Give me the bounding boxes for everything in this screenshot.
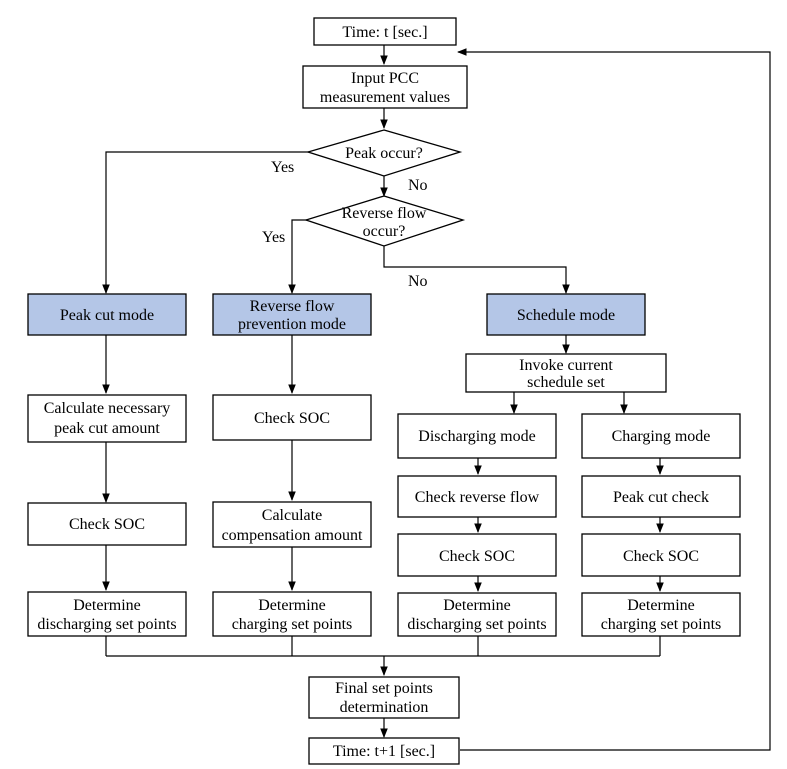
determine-charging-1-box xyxy=(212,591,372,637)
reverse-mode-box xyxy=(212,293,372,336)
peak-cut-check-box xyxy=(581,475,741,518)
reverse-mode-label-1: Reverse flow xyxy=(250,298,335,315)
schedule-mode-label: Schedule mode xyxy=(517,307,615,324)
check-soc-discharging-box xyxy=(397,533,557,577)
determine-charging-2-label-1: Determine xyxy=(627,597,695,614)
check-soc-discharging-label: Check SOC xyxy=(439,548,515,565)
calc-compensation-label-1: Calculate xyxy=(262,507,322,524)
discharging-mode-label: Discharging mode xyxy=(418,428,535,445)
time-start-label: Time: t [sec.] xyxy=(342,24,427,41)
reverse-decision-label-1: Reverse flow xyxy=(342,205,427,222)
invoke-schedule-label-1: Invoke current xyxy=(519,357,613,374)
determine-discharging-1-label-1: Determine xyxy=(73,597,141,614)
reverse-yes-label: Yes xyxy=(262,229,285,246)
reverse-mode-label-2: prevention mode xyxy=(238,316,346,333)
arrow-reverse-yes xyxy=(288,219,310,294)
check-reverse-flow-box xyxy=(397,475,557,518)
determine-charging-2-label-2: charging set points xyxy=(601,616,722,633)
determine-charging-1-label-1: Determine xyxy=(258,597,326,614)
final-set-points-box xyxy=(308,676,460,719)
reverse-decision-diamond xyxy=(303,195,466,247)
determine-discharging-1-box xyxy=(27,591,187,637)
peak-decision-diamond xyxy=(305,129,463,177)
peak-yes-label: Yes xyxy=(271,159,294,176)
determine-discharging-2-label-1: Determine xyxy=(443,597,511,614)
time-start-box xyxy=(313,17,457,46)
invoke-schedule-box xyxy=(465,353,667,393)
check-soc-peak-box xyxy=(27,502,187,546)
calc-peak-cut-label-1: Calculate necessary xyxy=(44,400,171,417)
calc-compensation-label-2: compensation amount xyxy=(222,527,363,544)
input-pcc-label-2: measurement values xyxy=(320,89,450,106)
peak-cut-check-label: Peak cut check xyxy=(613,489,709,506)
check-soc-charging-box xyxy=(581,533,741,577)
check-soc-reverse-box xyxy=(212,394,372,441)
check-soc-peak-label: Check SOC xyxy=(69,516,145,533)
check-soc-charging-label: Check SOC xyxy=(623,548,699,565)
time-next-box xyxy=(308,737,460,765)
arrow-peak-yes xyxy=(102,151,310,294)
calc-compensation-box xyxy=(212,501,372,548)
discharging-mode-box xyxy=(397,413,557,459)
reverse-no-label: No xyxy=(408,273,428,290)
peak-cut-mode-label: Peak cut mode xyxy=(60,307,154,324)
charging-mode-box xyxy=(581,413,741,459)
input-pcc-box xyxy=(302,65,468,109)
determine-charging-1-label-2: charging set points xyxy=(232,616,353,633)
feedback-loop-arrow xyxy=(457,48,771,751)
determine-discharging-2-box xyxy=(397,592,557,637)
reverse-decision-label-2: occur? xyxy=(363,223,406,240)
determine-discharging-1-label-2: discharging set points xyxy=(37,616,176,633)
connectors xyxy=(102,45,771,751)
calc-peak-cut-box xyxy=(27,394,187,443)
peak-no-label: No xyxy=(408,177,428,194)
final-set-points-label-1: Final set points xyxy=(335,680,433,697)
time-next-label: Time: t+1 [sec.] xyxy=(333,743,435,760)
input-pcc-label-1: Input PCC xyxy=(351,70,419,87)
check-reverse-flow-label: Check reverse flow xyxy=(415,489,540,506)
final-set-points-label-2: determination xyxy=(340,699,429,716)
peak-cut-mode-box xyxy=(27,293,187,336)
charging-mode-label: Charging mode xyxy=(612,428,711,445)
determine-charging-2-box xyxy=(581,592,741,637)
calc-peak-cut-label-2: peak cut amount xyxy=(54,420,160,437)
arrow-reverse-no xyxy=(383,246,570,294)
check-soc-reverse-label: Check SOC xyxy=(254,410,330,427)
schedule-mode-box xyxy=(486,293,646,336)
determine-discharging-2-label-2: discharging set points xyxy=(407,616,546,633)
peak-decision-label: Peak occur? xyxy=(345,145,423,162)
invoke-schedule-label-2: schedule set xyxy=(527,374,605,391)
